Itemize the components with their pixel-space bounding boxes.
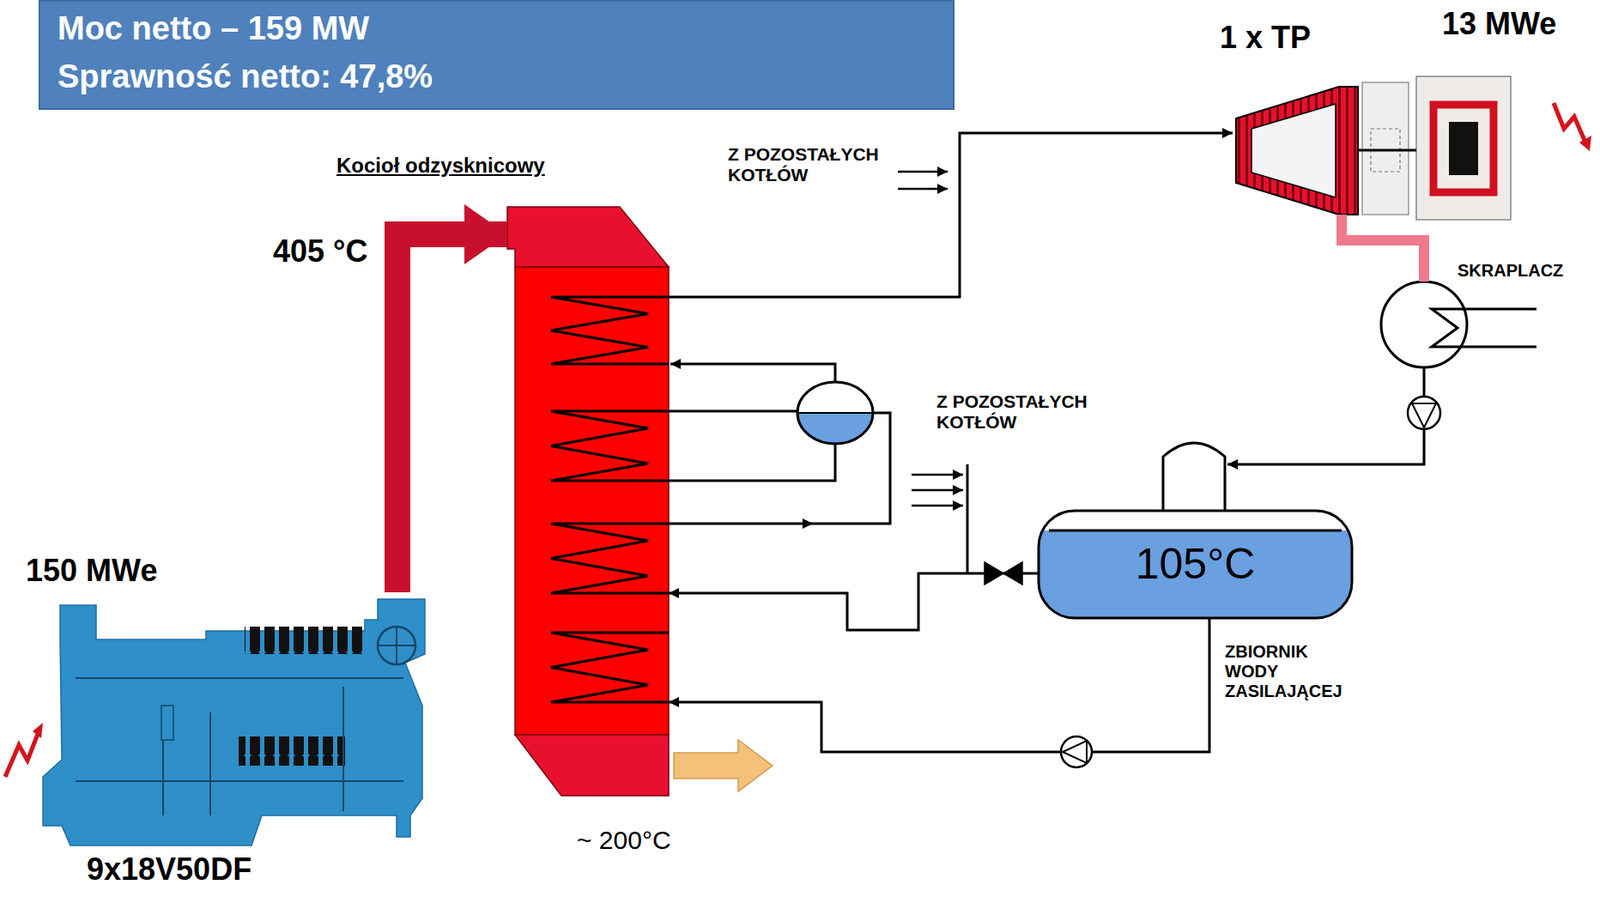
pump-symbol [1060,736,1092,768]
inflow-arrows [897,187,948,191]
generator-housing [1416,76,1511,220]
power-value: 150 MWe [25,552,158,588]
condenser: SKRAPLACZ [1381,281,1467,368]
coupling-box [1362,82,1409,215]
pump-symbol [1407,396,1441,430]
turbine-casing [1236,86,1358,215]
feed-water-line [668,573,1039,631]
feed-water-line [668,618,1210,752]
heat-exchanger-coil [551,523,669,594]
generator: 13 MWe [1416,76,1511,220]
engine-drawing [5,599,425,846]
generator-rotor [1448,121,1479,176]
heat-exchanger-coil [551,296,669,364]
engine-lines [75,678,404,816]
engine-frame [161,705,174,740]
heat-exchanger-coil [551,296,669,703]
inflow-note: Z POZOSTAŁYCH KOTŁÓW [727,144,896,186]
power-symbol [32,722,43,739]
turbine-heading: 1 x TP [1219,19,1311,55]
cylinder-heads [238,736,346,766]
valve-symbol [984,562,1023,585]
tank-label: ZBIORNIK WODY ZASILAJĄCEJ [1224,642,1343,702]
drum-line [668,443,836,481]
heat-exchanger-coil [551,632,669,703]
drum-line [668,410,798,413]
drum-water [797,412,873,448]
turbine-rotor [1251,103,1336,198]
turbocharger [377,626,416,665]
steam-turbine: 1 x TP [1232,86,1358,215]
pump-symbol [1407,396,1441,430]
drum-line [670,363,836,382]
turbocharger [377,626,416,665]
inflow-arrows [897,170,948,174]
pump-symbol [1062,740,1087,764]
boiler-hopper [515,734,669,796]
recovery-boiler: Kocioł odzysknicowy [507,206,669,796]
title-text: Sprawność netto: 47,8% [57,58,433,97]
tank-dome [1163,442,1225,516]
pump-symbol [1060,736,1092,768]
power-symbol [1553,103,1587,145]
shaft-line [1357,149,1417,152]
valve-symbol [984,562,1023,585]
power-symbol [5,729,40,777]
cylinder-heads [244,626,365,655]
engine-unit: 150 MWe9x18V50DF [41,592,430,848]
feed-tank-drawing [1038,442,1352,625]
feed-water-tank: 105°CZBIORNIK WODY ZASILAJĄCEJ [1038,438,1352,619]
inflow-arrows [911,489,964,492]
water-level [1048,529,1342,533]
power-value: 13 MWe [1442,6,1557,42]
inflow-arrows [966,464,970,574]
drum-line [668,412,891,524]
flow-arrow [802,518,813,529]
drum-circuit [668,363,891,524]
boiler-drawing [507,206,773,796]
boiler-body [515,266,669,735]
boiler-hood [507,206,669,267]
temperature-label: ~ 200°C [576,825,672,856]
cooling-water [1431,309,1537,347]
temperature-label: 405 °C [272,233,368,269]
tank-body [1038,510,1352,619]
title-band: Moc netto – 159 MW Sprawność netto: 47,8% [38,0,955,110]
exhaust-duct [397,234,508,593]
steam-drum [797,381,873,444]
title-text: Moc netto – 159 MW [57,10,370,49]
power-symbol [1579,135,1592,152]
boiler-heading: Kocioł odzysknicowy [336,153,546,178]
condenser-label: SKRAPLACZ [1457,260,1564,281]
inflow-arrows [911,473,964,477]
heat-exchanger-coil [551,411,669,481]
inflow-arrows [911,504,964,508]
engine-model: 9x18V50DF [86,851,252,887]
inflow-note: Z POZOSTAŁYCH KOTŁÓW [936,391,1104,433]
temperature-value: 105°C [1038,510,1352,619]
water-level [797,412,873,414]
inflow-arrows [897,171,968,574]
engine-body [42,599,425,846]
condensate-line [1227,367,1425,465]
generator-stator [1433,104,1494,193]
pump-symbol [1412,403,1437,428]
flue-gas-arrow [673,739,773,792]
steam-line [668,133,1233,297]
exhaust-steam-duct [1341,214,1425,282]
turbine-drawing [1236,76,1592,220]
